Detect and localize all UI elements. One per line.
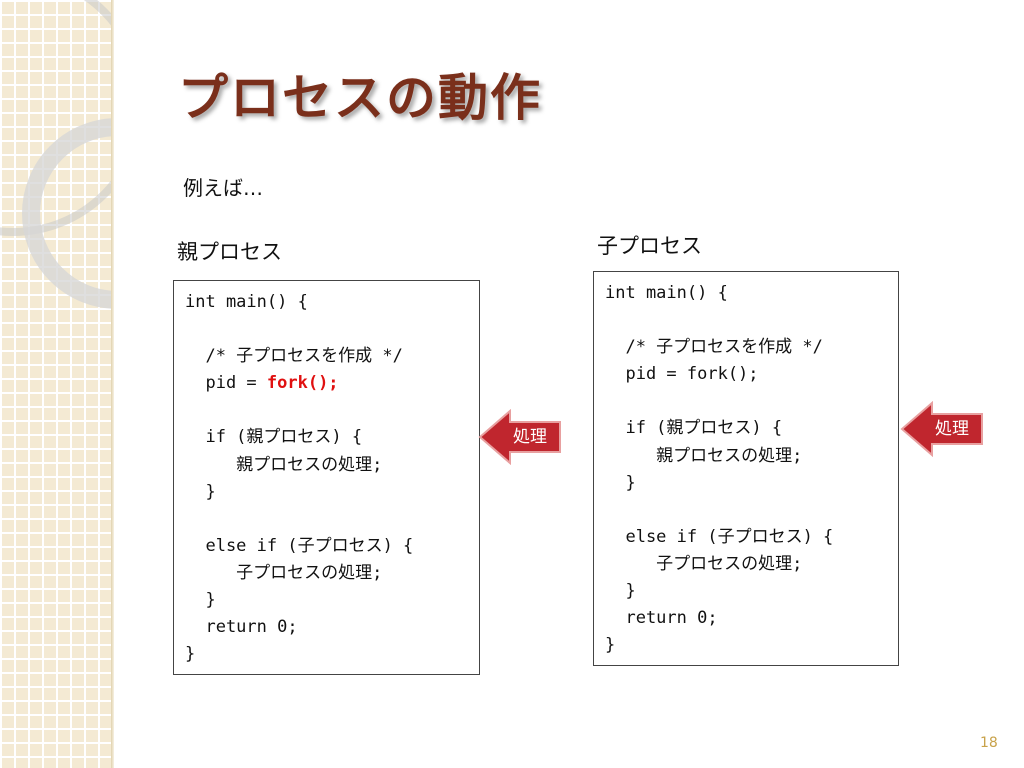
child-process-label: 子プロセス [597,234,702,258]
code-line: return 0; [185,614,479,641]
decorative-sidebar [0,0,113,768]
code-text: } [605,472,636,493]
code-text: } [605,581,636,602]
sidebar-edge [111,0,114,768]
code-text: pid = fork(); [605,364,759,385]
code-text: 親プロセスの処理; [185,454,383,475]
code-line: } [185,641,479,668]
code-text: pid = [185,373,267,394]
code-line: /* 子プロセスを作成 */ [605,334,898,361]
code-text: } [605,635,616,656]
callout-label: 処理 [935,419,969,439]
code-line [185,397,479,424]
code-line [605,497,898,524]
arrow-left-icon [478,409,561,465]
code-line [605,388,898,415]
code-text: 親プロセスの処理; [605,445,803,466]
code-line: int main() { [185,289,479,316]
code-line [605,307,898,334]
code-text: if (親プロセス) { [185,427,363,448]
code-line: /* 子プロセスを作成 */ [185,343,479,370]
code-text: int main() { [185,292,308,312]
slide-title: プロセスの動作 [178,68,542,127]
code-line: if (親プロセス) { [185,424,479,451]
code-line: pid = fork(); [185,370,479,397]
parent-process-label: 親プロセス [177,240,282,264]
arrow-left-icon [900,401,983,457]
child-code-box: int main() { /* 子プロセスを作成 */ pid = fork()… [593,271,899,666]
code-line: 子プロセスの処理; [605,551,898,578]
code-line: if (親プロセス) { [605,415,898,442]
code-line: return 0; [605,605,898,632]
code-text: return 0; [185,617,298,638]
parent-code-box: int main() { /* 子プロセスを作成 */ pid = fork()… [173,280,480,675]
child-callout-arrow: 処理 [900,401,984,457]
code-text: else if (子プロセス) { [185,535,414,556]
page-number: 18 [980,735,998,751]
code-line: } [605,578,898,605]
code-line [185,506,479,533]
parent-callout-arrow: 処理 [478,409,562,465]
code-text: if (親プロセス) { [605,418,783,439]
code-line: } [605,632,898,659]
code-line [185,316,479,343]
code-line: 親プロセスの処理; [185,452,479,479]
code-line: pid = fork(); [605,361,898,388]
code-text: } [185,644,196,665]
code-text: } [185,590,216,611]
code-line: } [185,479,479,506]
code-line: } [185,587,479,614]
code-line: int main() { [605,280,898,307]
code-line: } [605,470,898,497]
code-text: } [185,481,216,502]
code-text: 子プロセスの処理; [185,562,383,583]
intro-text: 例えば… [183,176,263,200]
code-line: 子プロセスの処理; [185,560,479,587]
code-text: int main() { [605,283,728,303]
code-line: else if (子プロセス) { [185,533,479,560]
code-text: return 0; [605,608,718,629]
code-text: 子プロセスの処理; [605,553,803,574]
callout-label: 処理 [513,427,547,447]
code-text: /* 子プロセスを作成 */ [185,346,403,367]
code-text: else if (子プロセス) { [605,526,834,547]
code-text: /* 子プロセスを作成 */ [605,337,823,358]
code-line: 親プロセスの処理; [605,443,898,470]
code-line: else if (子プロセス) { [605,524,898,551]
fork-call-highlight: fork(); [266,373,339,394]
